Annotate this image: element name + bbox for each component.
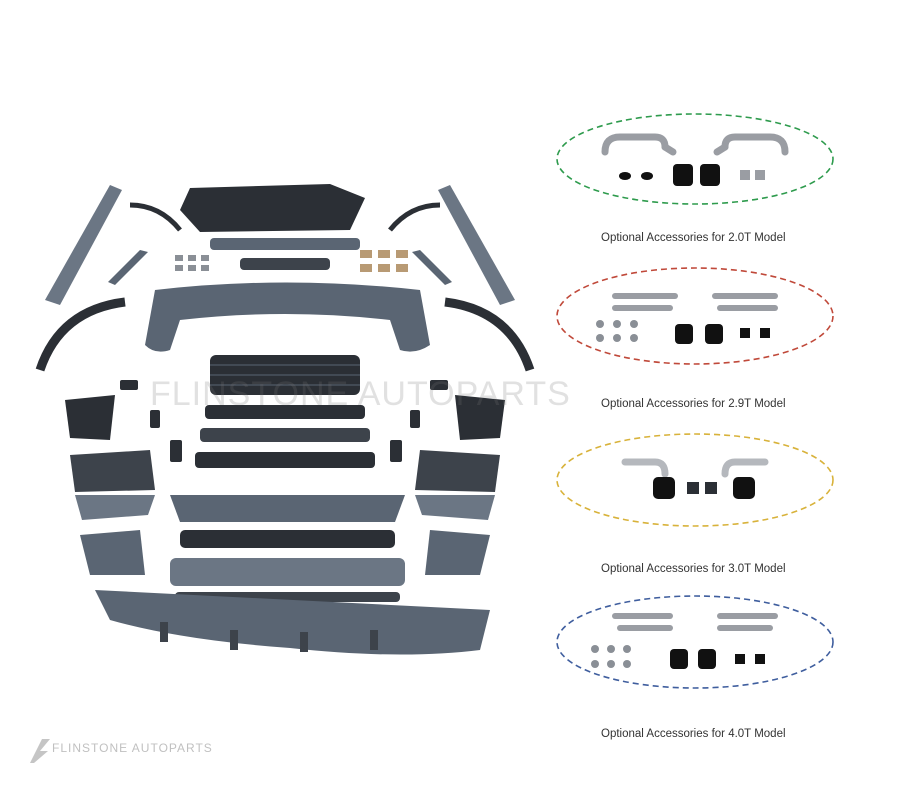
arch-top-right: [388, 202, 441, 232]
lower-bumper-1: [170, 495, 405, 522]
exhaust-pipes-3-0t: [621, 458, 769, 478]
wheel-arch-right: [444, 297, 535, 372]
exhaust-tip-left: [673, 164, 693, 186]
headlight-housing-right: [455, 395, 505, 440]
side-trim-left: [108, 250, 148, 285]
caption-2-9t: Optional Accessories for 2.9T Model: [601, 398, 786, 410]
caption-2-0t: Optional Accessories for 2.0T Model: [601, 232, 786, 244]
body-kit-illustration: [35, 184, 535, 655]
splitter-fins: [160, 622, 378, 652]
front-splitter: [95, 590, 490, 655]
accessory-ellipse-2-0t: [556, 113, 834, 205]
front-bumper: [145, 282, 430, 352]
lower-grille-1: [205, 405, 365, 419]
side-skirt-left: [45, 185, 122, 305]
side-vent-left: [75, 495, 155, 520]
lower-bumper-2: [180, 530, 395, 548]
rear-bumper: [180, 184, 365, 232]
lower-bumper-3: [170, 558, 405, 586]
accessory-group-2-0t: Optional Accessories for 2.0T Model: [555, 112, 835, 252]
accessory-group-3-0t: Optional Accessories for 3.0T Model: [555, 432, 835, 582]
clamps-2-9t: [596, 320, 638, 342]
accessory-ellipse-3-0t: [556, 433, 834, 527]
accessory-ellipse-2-9t: [556, 267, 834, 365]
fog-grille-right: [415, 450, 500, 492]
brand-logo: [30, 739, 50, 763]
fog-frame-right: [425, 530, 490, 575]
hardware-left: [175, 255, 209, 271]
grille-mesh: [210, 364, 360, 386]
side-trim-right: [412, 250, 452, 285]
caption-4-0t: Optional Accessories for 4.0T Model: [601, 728, 786, 740]
brand-logo-text: FLINSTONE AUTOPARTS: [52, 741, 213, 755]
side-vent-right: [415, 495, 495, 520]
caption-3-0t: Optional Accessories for 3.0T Model: [601, 563, 786, 575]
exhaust-pipes-2-9t: [612, 293, 778, 311]
exhaust-tip-right: [700, 164, 720, 186]
wheel-arch-left: [35, 297, 126, 372]
watermark: FLINSTONE AUTOPARTS: [150, 375, 571, 413]
accessory-ellipse-4-0t: [556, 595, 834, 689]
arch-top-left: [129, 202, 182, 232]
side-skirt-right: [438, 185, 515, 305]
accessory-group-4-0t: Optional Accessories for 4.0T Model: [555, 594, 835, 744]
exhaust-pipes-4-0t: [612, 613, 778, 631]
fog-grille-left: [70, 450, 155, 492]
clamps-4-0t: [591, 645, 631, 668]
exhaust-pipes: [601, 133, 789, 156]
accessory-group-2-9t: Optional Accessories for 2.9T Model: [555, 266, 835, 416]
headlight-housing-left: [65, 395, 115, 440]
lower-grille-2: [200, 428, 370, 442]
hardware-right: [360, 250, 408, 272]
brackets: [120, 380, 448, 462]
rear-lip: [240, 258, 330, 270]
rear-diffuser: [210, 238, 360, 250]
fog-frame-left: [80, 530, 145, 575]
lower-grille-3: [195, 452, 375, 468]
